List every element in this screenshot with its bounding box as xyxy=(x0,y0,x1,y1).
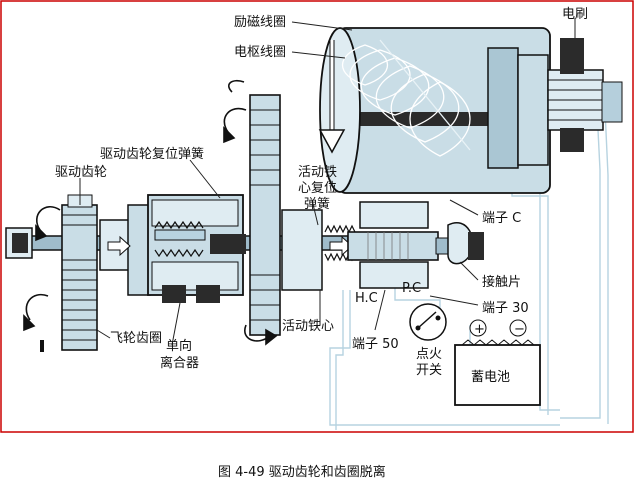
brush-assembly xyxy=(547,38,623,152)
label-contact-plate: 接触片 xyxy=(482,274,521,290)
label-flywheel-ring-gear: 飞轮齿圈 xyxy=(110,331,162,346)
label-plunger-return-spring-line3: 弹簧 xyxy=(304,196,330,212)
label-ignition-switch-line1: 点火 xyxy=(416,347,442,362)
battery xyxy=(454,319,541,406)
motor-housing xyxy=(319,27,551,194)
label-plunger-return-spring-line2: 心复位 xyxy=(298,181,337,196)
label-field-coil: 励磁线圈 xyxy=(234,15,286,30)
label-pc: P.C xyxy=(402,281,421,296)
label-terminal-c: 端子 C xyxy=(482,211,521,226)
figure-caption: 图 4-49 驱动齿轮和齿圈脱离 xyxy=(218,464,386,480)
leader-lines xyxy=(79,18,576,346)
label-one-way-clutch-line2: 离合器 xyxy=(160,355,199,371)
one-way-clutch xyxy=(147,194,276,303)
intermediate-gear xyxy=(249,94,323,336)
label-drive-pinion: 驱动齿轮 xyxy=(55,165,107,180)
label-pinion-return-spring: 驱动齿轮复位弹簧 xyxy=(100,146,204,162)
label-battery: 蓄电池 xyxy=(471,370,510,385)
plunger-direction-arrow-icon xyxy=(329,235,353,257)
contact-plate xyxy=(447,222,484,265)
label-hc: H.C xyxy=(355,291,378,306)
battery-minus-sign: − xyxy=(514,322,525,337)
solenoid-plunger xyxy=(347,201,465,289)
label-brush: 电刷 xyxy=(562,7,588,22)
label-armature-coil: 电枢线圈 xyxy=(234,45,286,60)
gear-rotation-arrow-icon xyxy=(223,79,278,346)
label-plunger: 活动铁心 xyxy=(282,319,334,334)
flywheel-ring-gear xyxy=(61,194,98,351)
pinion-return-spring xyxy=(154,220,204,258)
pinion-rotation-arrow-icon xyxy=(23,206,61,352)
label-terminal-50: 端子 50 xyxy=(352,337,399,352)
battery-plus-sign: + xyxy=(474,322,485,337)
label-ignition-switch-line2: 开关 xyxy=(416,363,442,378)
label-terminal-30: 端子 30 xyxy=(482,301,529,316)
pinion-direction-arrow-icon xyxy=(107,235,131,257)
label-plunger-return-spring-line1: 活动铁 xyxy=(298,165,337,180)
shaft-end-nut xyxy=(5,227,33,259)
label-one-way-clutch-line1: 单向 xyxy=(166,338,192,354)
ignition-switch xyxy=(409,303,447,341)
field-coil xyxy=(341,39,471,157)
